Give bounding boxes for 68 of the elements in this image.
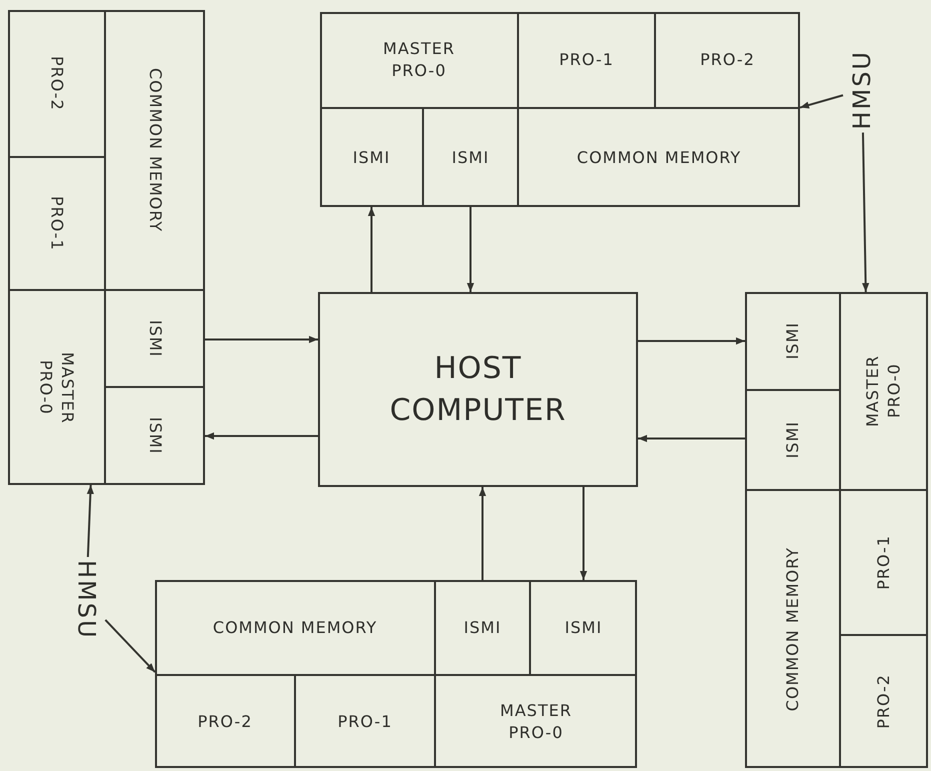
module-label: ISMI — [144, 417, 166, 455]
arrow — [638, 337, 745, 345]
module-box — [840, 292, 928, 490]
module-label: COMMON MEMORY — [576, 146, 742, 168]
module-box — [8, 10, 105, 157]
unit-box — [155, 580, 637, 768]
unit-label: HMSU — [71, 560, 102, 640]
module-label: COMMON MEMORY — [212, 616, 378, 638]
arrow — [368, 207, 376, 292]
module-label: ISMI — [452, 146, 490, 168]
module-label: ISMI — [352, 146, 390, 168]
module-label: ISMI — [782, 421, 803, 459]
module-box — [840, 490, 928, 635]
module-label: PRO-1 — [873, 535, 894, 590]
module-box — [435, 675, 637, 768]
module-label: COMMON MEMORY — [144, 68, 166, 232]
host-computer-box — [318, 292, 638, 487]
arrow — [580, 487, 588, 580]
module-label: PRO-1 — [46, 196, 68, 251]
host-label: HOST COMPUTER — [388, 350, 568, 430]
arrow — [466, 207, 474, 292]
module-label: PRO-2 — [700, 49, 755, 71]
leader-arrow — [862, 132, 870, 292]
leader-arrow — [104, 619, 156, 673]
module-box — [518, 12, 655, 108]
module-box — [105, 10, 205, 290]
module-box — [518, 108, 800, 207]
module-label: PRO-1 — [559, 49, 614, 71]
module-label: COMMON MEMORY — [782, 546, 803, 712]
module-box — [105, 290, 205, 387]
module-label: ISMI — [464, 616, 502, 638]
module-label: ISMI — [564, 616, 602, 638]
module-box — [295, 675, 435, 768]
module-box — [745, 292, 840, 390]
module-label: MASTER PRO-0 — [862, 354, 905, 429]
module-box — [155, 580, 435, 675]
module-label: PRO-2 — [46, 56, 68, 111]
module-box — [8, 290, 105, 485]
arrow — [638, 434, 745, 442]
arrow — [205, 432, 318, 440]
leader-arrow — [86, 484, 94, 558]
arrow — [478, 487, 486, 580]
module-box — [745, 490, 840, 768]
module-label: ISMI — [782, 322, 803, 360]
unit-box — [745, 292, 928, 768]
module-box — [320, 108, 423, 207]
module-box — [105, 387, 205, 485]
unit-box — [8, 10, 205, 485]
module-box — [655, 12, 800, 108]
module-label: MASTER PRO-0 — [382, 38, 456, 82]
module-label: MASTER PRO-0 — [499, 700, 573, 744]
module-box — [8, 157, 105, 290]
module-label: MASTER PRO-0 — [36, 350, 78, 426]
module-label: ISMI — [144, 320, 166, 358]
unit-box — [320, 12, 800, 207]
module-label: PRO-2 — [873, 674, 894, 729]
module-label: PRO-2 — [198, 710, 252, 732]
module-box — [840, 635, 928, 768]
module-box — [745, 390, 840, 490]
module-box — [155, 675, 295, 768]
module-box — [320, 12, 518, 108]
module-box — [423, 108, 518, 207]
unit-label: HMSU — [847, 50, 877, 130]
module-box — [530, 580, 637, 675]
module-box — [435, 580, 530, 675]
leader-arrow — [800, 94, 844, 109]
arrow — [205, 336, 318, 344]
module-label: PRO-1 — [338, 710, 392, 732]
